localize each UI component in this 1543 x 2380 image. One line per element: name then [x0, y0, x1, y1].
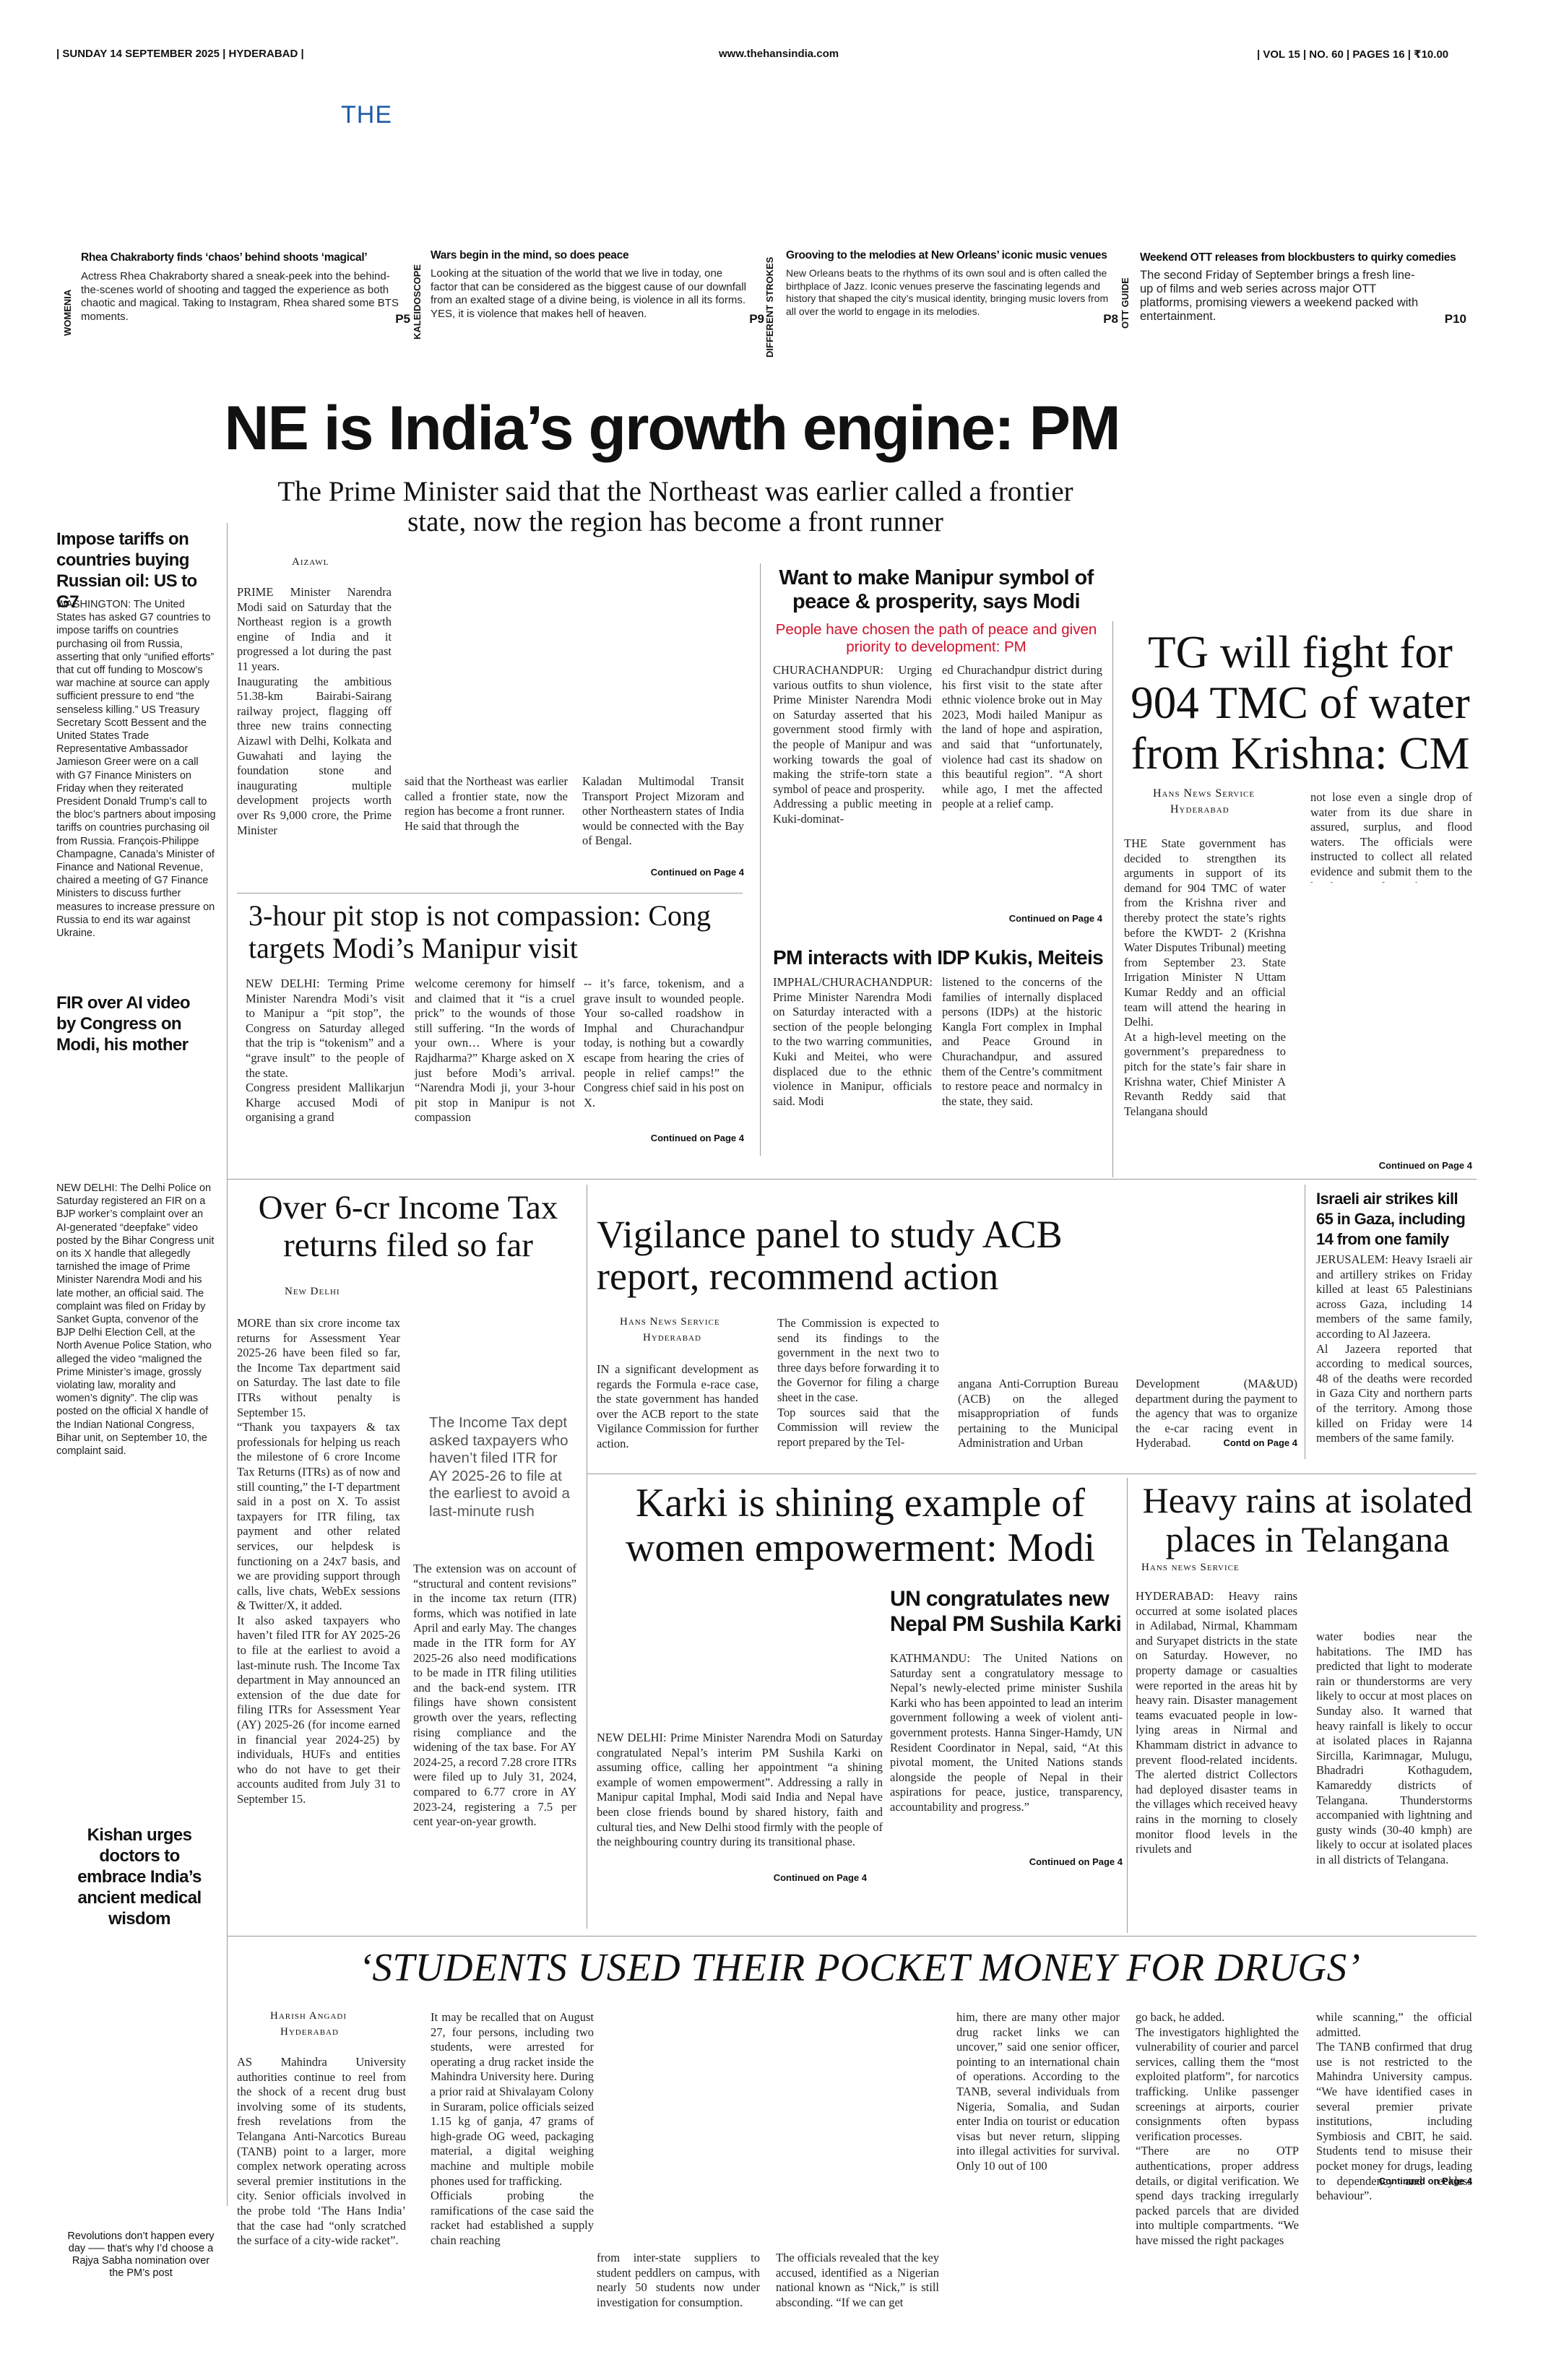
teaser-text: New Orleans beats to the rhythms of its …: [786, 267, 1109, 317]
brief-fir-title[interactable]: FIR over AI video by Congress on Modi, h…: [56, 993, 191, 1055]
rains-headline[interactable]: Heavy rains at isolated places in Telang…: [1142, 1480, 1473, 1559]
drugs-body-col1: AS Mahindra University authorities conti…: [237, 2055, 406, 2248]
vigilance-headline[interactable]: Vigilance panel to study ACB report, rec…: [597, 1213, 1063, 1298]
income-tax-headline[interactable]: Over 6-cr Income Tax returns filed so fa…: [258, 1189, 558, 1264]
drugs-headline[interactable]: ‘STUDENTS USED THEIR POCKET MONEY FOR DR…: [358, 1945, 1361, 1989]
idp-headline[interactable]: PM interacts with IDP Kukis, Meiteis: [773, 946, 1104, 969]
rains-body-col1: HYDERABAD: Heavy rains occurred at some …: [1136, 1589, 1297, 1856]
cartoon-caption: Revolutions don’t happen every day —– th…: [67, 2230, 215, 2279]
tg-water-body-col1: THE State government has decided to stre…: [1124, 836, 1286, 1118]
rule-left-column: [227, 523, 228, 2206]
rains-body-col2: water bodies near the habitations. The I…: [1316, 1630, 1472, 1866]
vigilance-byline: Hans News Service: [620, 1316, 720, 1328]
drugs-body-col2: It may be recalled that on August 27, fo…: [431, 2010, 594, 2247]
manipur-body-col1: CHURACHANDPUR: Urging various outfits to…: [773, 663, 932, 826]
brief-kishan-title[interactable]: Kishan urges doctors to embrace India’s …: [77, 1825, 202, 1929]
rule-above-drugs: [227, 1936, 1477, 1937]
masthead-date: | SUNDAY 14 SEPTEMBER 2025 | HYDERABAD |: [56, 48, 304, 60]
karki-body-col1: NEW DELHI: Prime Minister Narendra Modi …: [597, 1731, 883, 1849]
un-headline[interactable]: UN congratulates new Nepal PM Sushila Ka…: [890, 1587, 1122, 1636]
tg-water-headline[interactable]: TG will fight for 904 TMC of water from …: [1131, 627, 1470, 779]
masthead-issue: | VOL 15 | NO. 60 | PAGES 16 | ₹10.00: [1257, 48, 1449, 61]
rule-above-income-tax: [227, 1179, 1477, 1180]
income-tax-dateline: New Delhi: [285, 1286, 340, 1297]
drugs-continued[interactable]: Continued on Page 4: [1378, 2176, 1472, 2186]
un-body-col1: KATHMANDU: The United Nations on Saturda…: [890, 1651, 1123, 1814]
teaser-tag-womenia: WOMENIA: [62, 289, 73, 336]
teaser-title[interactable]: Rhea Chakraborty finds ‘chaos’ behind sh…: [81, 251, 368, 264]
tg-water-byline: Hans News Service: [1153, 787, 1255, 800]
cartoon: [56, 1950, 217, 2217]
teaser-page[interactable]: P9: [749, 312, 764, 326]
brief-fir-photo: [56, 1062, 217, 1177]
vigilance-body-col1: IN a significant development as regards …: [597, 1362, 758, 1450]
karki-continued[interactable]: Continued on Page 4: [773, 1872, 867, 1883]
teaser-tag-ott-guide: OTT GUIDE: [1120, 277, 1131, 329]
tg-water-photo: [1310, 883, 1472, 1034]
brief-tariffs-title[interactable]: Impose tariffs on countries buying Russi…: [56, 529, 197, 612]
pitstop-continued[interactable]: Continued on Page 4: [650, 1133, 744, 1143]
lead-headline[interactable]: NE is India’s growth engine: PM: [224, 394, 1120, 463]
lead-body-col2: said that the Northeast was earlier call…: [405, 774, 568, 833]
manipur-headline[interactable]: Want to make Manipur symbol of peace & p…: [779, 566, 1094, 613]
drugs-body-col6: go back, he added. The investigators hig…: [1136, 2010, 1299, 2247]
teaser-page[interactable]: P10: [1444, 312, 1466, 326]
vigilance-dateline: Hyderabad: [643, 1332, 701, 1343]
lead-body-col3: Kaladan Multimodal Transit Transport Pro…: [582, 774, 744, 848]
manipur-subhead: People have chosen the path of peace and…: [775, 621, 1097, 655]
teaser-text: Actress Rhea Chakraborty shared a sneak-…: [81, 270, 399, 323]
brief-fir-text: NEW DELHI: The Delhi Police on Saturday …: [56, 1182, 215, 1458]
rains-byline: Hans news Service: [1141, 1562, 1240, 1573]
brief-israel-text: JERUSALEM: Heavy Israeli air and artille…: [1316, 1252, 1472, 1445]
teaser-title[interactable]: Weekend OTT releases from blockbusters t…: [1140, 251, 1456, 264]
rule-lead-sidebar: [760, 563, 761, 1156]
teaser-title[interactable]: Wars begin in the mind, so does peace: [431, 249, 629, 261]
drugs-byline: Harish Angadi: [270, 2010, 347, 2022]
masthead-logo: THE: [341, 101, 392, 129]
drugs-body-col5: him, there are many other major drug rac…: [956, 2010, 1120, 2173]
brief-israel-title[interactable]: Israeli air strikes kill 65 in Gaza, inc…: [1316, 1190, 1466, 1248]
manipur-body-col2: ed Churachandpur district during his fir…: [942, 663, 1102, 811]
masthead-website[interactable]: www.thehansindia.com: [719, 48, 839, 60]
tg-water-dateline: Hyderabad: [1170, 803, 1229, 815]
un-continued[interactable]: Continued on Page 4: [1029, 1856, 1123, 1867]
manipur-continued[interactable]: Continued on Page 4: [1008, 913, 1102, 924]
vigilance-continued[interactable]: Contd on Page 4: [1223, 1437, 1297, 1448]
pitstop-body-col3: -- it’s farce, tokenism, and a grave ins…: [584, 977, 744, 1109]
drugs-dateline: Hyderabad: [280, 2026, 339, 2038]
pitstop-body-col2: welcome ceremony for himself and claimed…: [415, 977, 575, 1125]
lead-continued[interactable]: Continued on Page 4: [650, 867, 744, 878]
drugs-body-col7: while scanning,” the official admitted. …: [1316, 2010, 1472, 2203]
teaser-page[interactable]: P8: [1103, 312, 1118, 326]
idp-body-col2: listened to the concerns of the families…: [942, 975, 1102, 1108]
vigilance-body-col3: angana Anti-Corruption Bureau (ACB) on t…: [958, 1377, 1118, 1450]
teaser-text: Looking at the situation of the world th…: [431, 267, 746, 320]
rule-un: [1127, 1478, 1128, 1933]
lead-body-col1: PRIME Minister Narendra Modi said on Sat…: [237, 585, 392, 837]
tg-water-continued[interactable]: Continued on Page 4: [1378, 1160, 1472, 1171]
drugs-body-col3: from inter-state suppliers to student pe…: [597, 2251, 760, 2309]
drugs-photo: [597, 2010, 943, 2227]
teaser-tag-different-strokes: DIFFERENT STROKES: [764, 256, 775, 358]
income-tax-body-col1: MORE than six crore income tax returns f…: [237, 1316, 400, 1806]
income-tax-body-col2: The extension was on account of “structu…: [413, 1562, 576, 1829]
lead-deck: The Prime Minister said that the Northea…: [277, 476, 1073, 537]
rule-tg-water: [1112, 621, 1113, 1177]
teaser-page[interactable]: P5: [395, 312, 410, 326]
pitstop-headline[interactable]: 3-hour pit stop is not compassion: Cong …: [248, 899, 711, 964]
lead-photo: [405, 578, 744, 766]
vigilance-body-col2: The Commission is expected to send its f…: [777, 1316, 939, 1449]
lead-dateline: Aizawl: [292, 556, 329, 568]
karki-headline[interactable]: Karki is shining example of women empowe…: [625, 1481, 1096, 1570]
teaser-text: The second Friday of September brings a …: [1140, 269, 1419, 323]
karki-photo: [597, 1582, 883, 1726]
teaser-title[interactable]: Grooving to the melodies at New Orleans’…: [786, 249, 1107, 261]
brief-tariffs-text: WASHINGTON: The United States has asked …: [56, 599, 216, 940]
teaser-tag-kaleidoscope: KALEIDOSCOPE: [412, 264, 423, 339]
idp-body-col1: IMPHAL/CHURACHANDPUR: Prime Minister Nar…: [773, 975, 933, 1108]
vigilance-body-col4: Development (MA&UD) department during th…: [1136, 1377, 1297, 1450]
income-tax-pullquote: The Income Tax dept asked taxpayers who …: [429, 1414, 570, 1520]
drugs-body-col4: The officials revealed that the key accu…: [776, 2251, 939, 2309]
pitstop-body-col1: NEW DELHI: Terming Prime Minister Narend…: [246, 977, 405, 1125]
